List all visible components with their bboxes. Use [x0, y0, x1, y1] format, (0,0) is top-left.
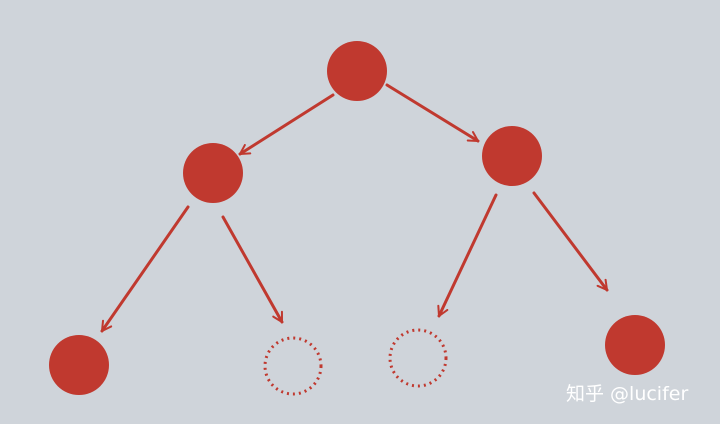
tree-node-right-right	[605, 315, 665, 375]
edge-root-to-left	[238, 93, 335, 156]
tree-node-left-right-empty	[263, 336, 323, 396]
watermark-text: 知乎 @lucifer	[566, 383, 689, 405]
edge-left-to-left-left	[100, 205, 190, 333]
edge-left-to-left-right	[221, 215, 284, 324]
edge-right-to-right-right	[532, 191, 609, 292]
tree-node-root	[327, 41, 387, 101]
tree-node-right	[482, 126, 542, 186]
tree-node-right-left-empty	[388, 328, 448, 388]
edge-right-to-right-left	[437, 193, 498, 318]
tree-node-left-left	[49, 335, 109, 395]
tree-node-left	[183, 143, 243, 203]
edge-root-to-right	[385, 83, 480, 143]
